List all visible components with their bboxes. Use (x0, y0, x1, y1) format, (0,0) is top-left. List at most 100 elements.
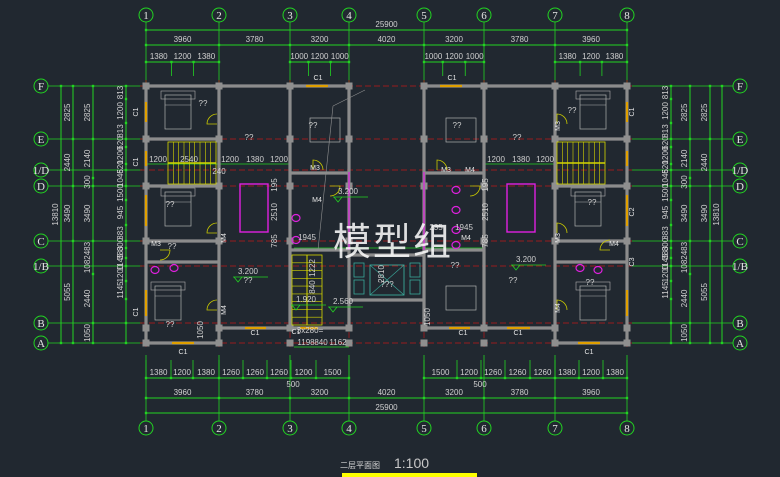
right-fourth-dimension-tick (669, 184, 673, 188)
left-third-dimension-tick (91, 272, 95, 276)
left-third-dimension-text: 1050 (83, 324, 92, 342)
bottom-opening-text-left: 1260 (222, 368, 240, 377)
structural-column (142, 339, 150, 347)
right-fourth-dimension-tick (669, 223, 673, 227)
top-opening-dimension-tick (625, 60, 629, 64)
right-fourth-dimension-tick (669, 168, 673, 172)
column-axis-top-1-label: 1 (143, 10, 149, 22)
right-fourth-dimension-text: 1200 (661, 102, 670, 120)
interior-dimension: 1222 (308, 259, 317, 277)
bottom-opening-text-right: 1260 (484, 368, 502, 377)
left-second-dimension-tick (71, 239, 75, 243)
bed (579, 94, 607, 130)
bed-headboard (150, 281, 186, 291)
top-bay-dimension-tick (625, 43, 629, 47)
interior-dimension: 840 (314, 338, 328, 347)
interior-dimension: 3x280= (297, 326, 324, 335)
left-fourth-dimension-text: 383 (116, 226, 125, 240)
right-fourth-dimension-tick (669, 239, 673, 243)
structural-column (142, 324, 150, 332)
right-third-dimension-tick (688, 184, 692, 188)
row-axis-right-C-circle (732, 233, 748, 249)
left-second-dimension-text: 3490 (63, 204, 72, 222)
right-fourth-dimension-text: 813 (661, 85, 670, 99)
bottom-opening-text-right: 1380 (606, 368, 624, 377)
left-fourth-dimension-tick (124, 137, 128, 141)
row-axis-right-A-circle (732, 335, 748, 351)
left-fourth-dimension-text: 1200 (116, 102, 125, 120)
bottom-bay-dimension-tick (347, 396, 351, 400)
drawing-scale: 1:100 (394, 455, 430, 471)
bed (309, 117, 341, 143)
structural-column (142, 237, 150, 245)
bed-headboard (575, 90, 611, 100)
bed-headboard (160, 90, 196, 100)
right-third-dimension-tick (688, 341, 692, 345)
room-label: ?? (166, 200, 175, 209)
structural-column (480, 237, 488, 245)
structural-column (345, 82, 353, 90)
sanitary-fixture (451, 225, 461, 235)
room-label: ?? (199, 99, 208, 108)
structural-column (286, 82, 294, 90)
left-third-dimension-tick (91, 176, 95, 180)
sanitary-fixture (451, 205, 461, 215)
column-axis-bottom-8-circle (619, 420, 635, 436)
bottom-bay-dimension-tick (625, 396, 629, 400)
row-axis-right-E-circle (732, 131, 748, 147)
top-bay-dimension-tick (144, 43, 148, 47)
interior-dimension: 2510 (270, 203, 279, 221)
structural-column (286, 182, 294, 190)
bed (164, 94, 192, 130)
bottom-opening-text-left: 1380 (197, 368, 215, 377)
column-axis-bottom-2-label: 2 (216, 423, 222, 435)
bed-headboard (160, 187, 196, 197)
structural-column (420, 339, 428, 347)
room-label: ?? (166, 320, 175, 329)
row-axis-right-F-label: F (737, 81, 743, 93)
structural-column (551, 339, 559, 347)
right-third-dimension-text: 2440 (680, 289, 689, 307)
column-axis-bottom-6-label: 6 (481, 423, 487, 435)
left-third-dimension-text: 2440 (83, 289, 92, 307)
window-tag-c1: C1 (179, 349, 188, 356)
interior-dimension: 1200 (536, 155, 554, 164)
row-axis-left-A-label: A (37, 338, 45, 350)
column-axis-bottom-1-label: 1 (143, 423, 149, 435)
structural-column (480, 182, 488, 190)
left-third-dimension-tick (91, 84, 95, 88)
left-third-dimension-tick (91, 239, 95, 243)
interior-dimension: 1200 (149, 155, 167, 164)
interior-dimension: 840 (308, 280, 317, 294)
window-tag-c2: C2 (629, 207, 636, 216)
right-second-dimension-tick (708, 341, 712, 345)
column-axis-top-2-circle (211, 7, 227, 23)
structural-column (215, 182, 223, 190)
bed (164, 191, 192, 227)
left-fourth-dimension-text: 1145 (116, 281, 125, 299)
structural-column (623, 324, 631, 332)
door-swing (159, 249, 171, 261)
left-third-dimension-tick (91, 341, 95, 345)
left-outer-dimension-tick (59, 84, 63, 88)
left-fourth-dimension-tick (124, 168, 128, 172)
interior-dimension: 1162 (329, 338, 347, 347)
left-fourth-dimension-tick (124, 256, 128, 260)
drawing-title: 二层平面图 (340, 461, 380, 470)
right-fourth-dimension-text: 383 (661, 246, 670, 260)
column-axis-top-5-circle (416, 7, 432, 23)
right-third-dimension-text: 3490 (680, 204, 689, 222)
right-fourth-dimension-tick (669, 137, 673, 141)
bottom-bay-dimension-text: 3780 (511, 388, 529, 397)
top-bay-dimension-tick (482, 43, 486, 47)
left-fourth-dimension-tick (124, 321, 128, 325)
interior-dimension: 235 (429, 223, 443, 232)
shaft-right (506, 183, 536, 233)
right-fourth-dimension-text: 800 (661, 237, 670, 251)
right-fourth-dimension-tick (669, 198, 673, 202)
right-outer-dimension-text: 13810 (712, 203, 721, 226)
window-tag-c1: C1 (133, 107, 140, 116)
column-axis-bottom-1-circle (138, 420, 154, 436)
door-swing (556, 299, 568, 311)
structural-column (142, 82, 150, 90)
